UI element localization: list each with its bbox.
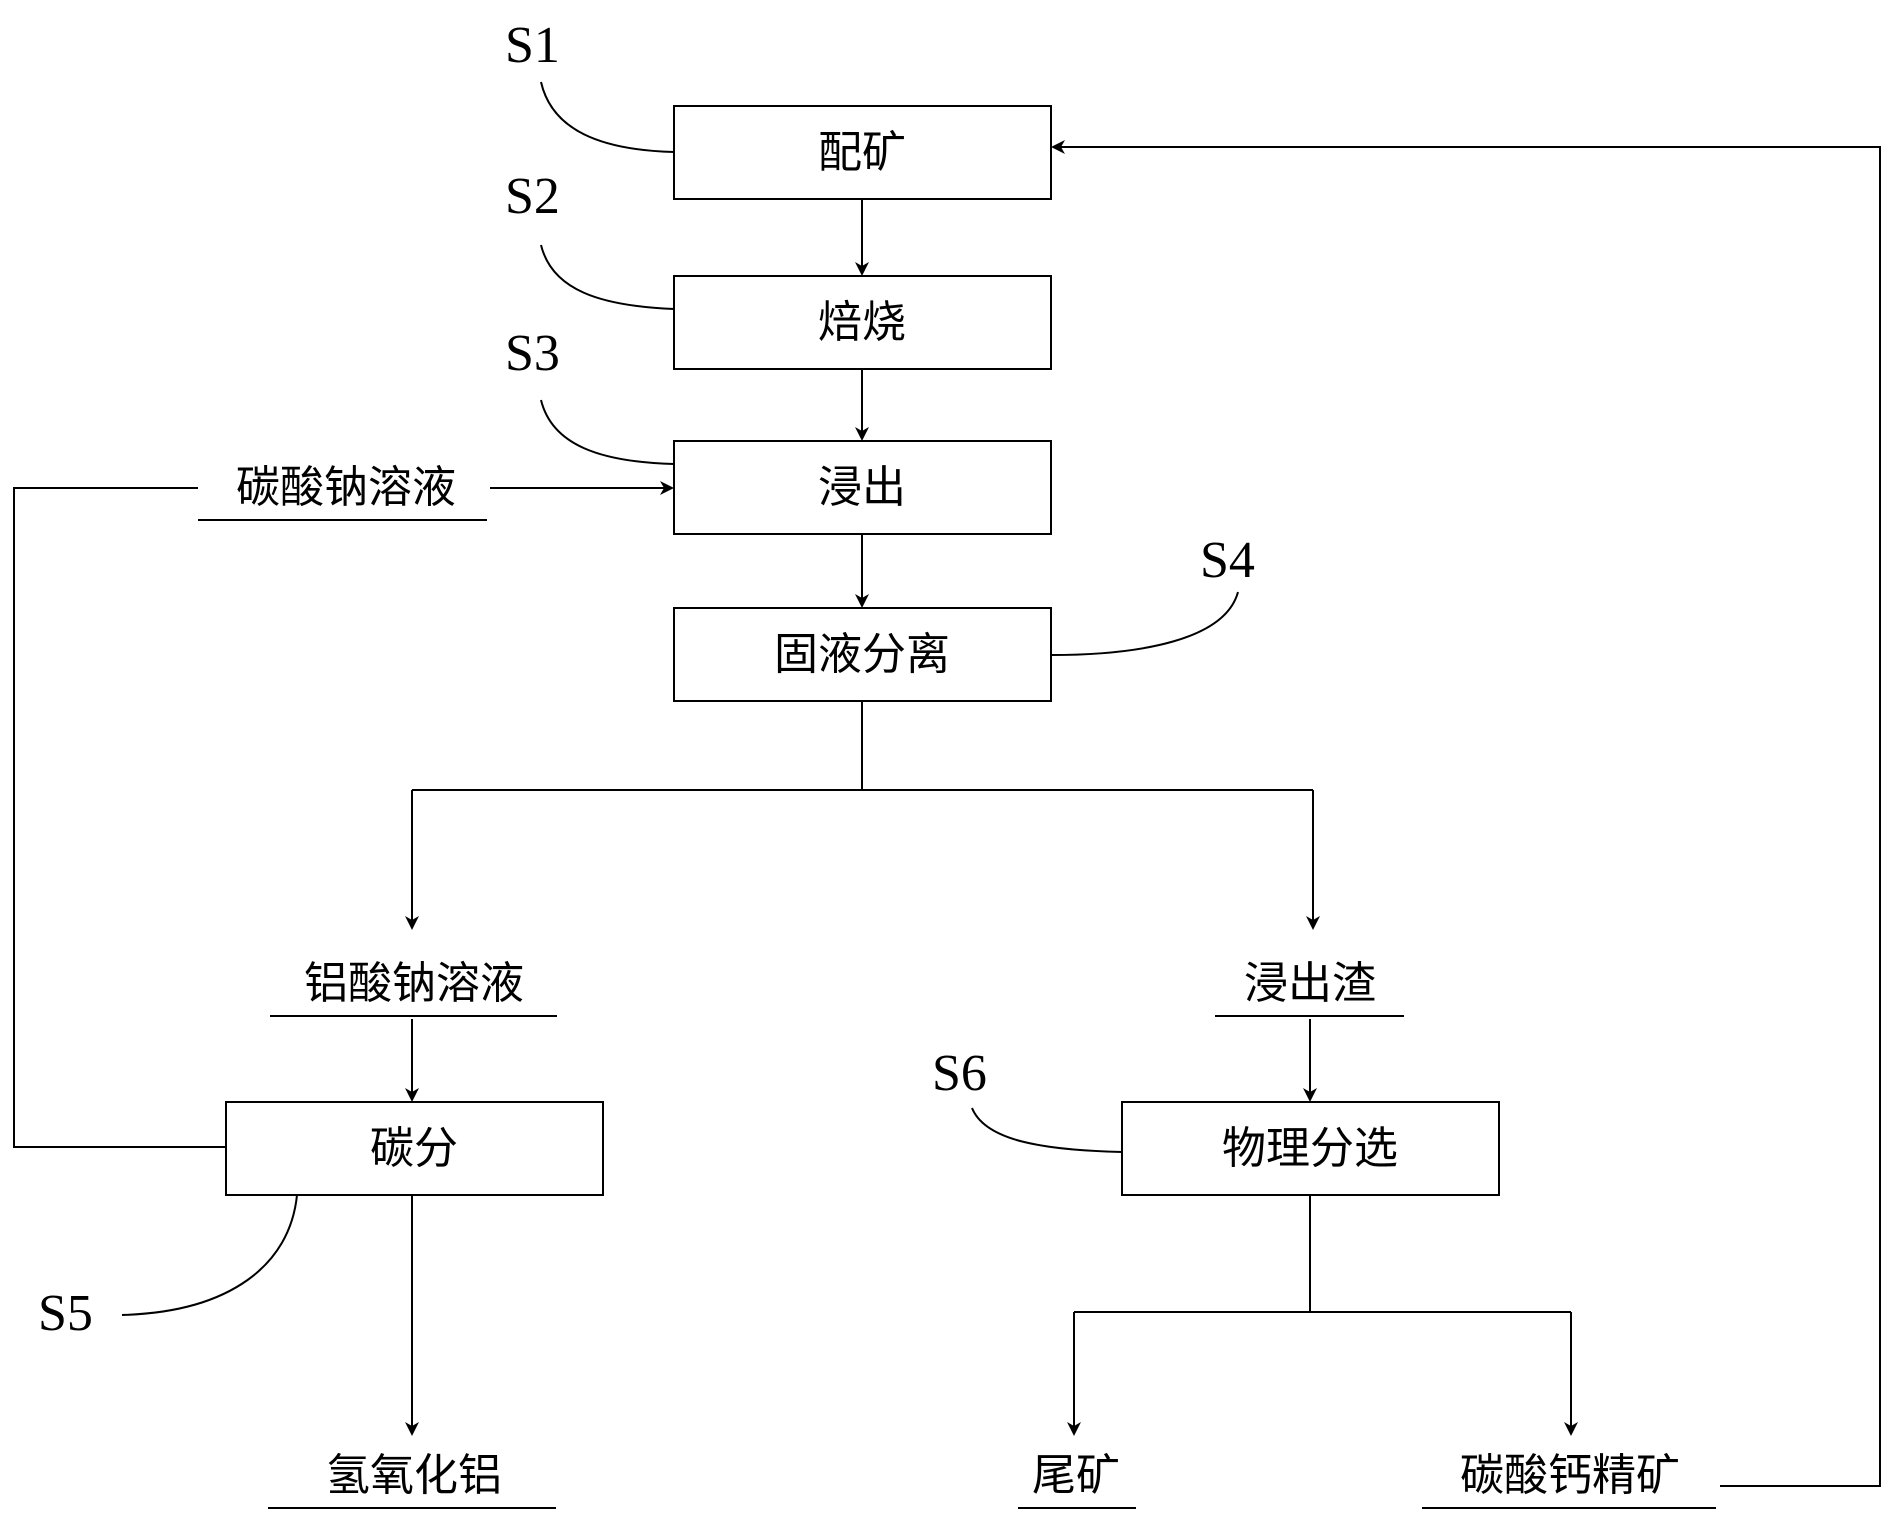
box-physical-separation: 物理分选 (1121, 1101, 1500, 1196)
stream-leach-residue: 浸出渣 (1215, 958, 1404, 1017)
step-s1: S1 (505, 17, 675, 153)
arrow-recycle-concentrate-to-blending (1051, 140, 1881, 1487)
leader-s2 (540, 244, 675, 310)
leader-s4 (1050, 591, 1239, 656)
step-label-s3: S3 (505, 325, 560, 382)
step-label-s1: S1 (505, 17, 560, 74)
label-leach-residue: 浸出渣 (1244, 958, 1376, 1009)
label-solid-liquid-separation: 固液分离 (774, 629, 950, 680)
leader-s1 (540, 81, 675, 153)
leader-s3 (540, 399, 675, 465)
label-sodium-aluminate-solution: 铝酸钠溶液 (304, 958, 524, 1009)
leader-s5 (121, 1194, 298, 1316)
step-label-s2: S2 (505, 168, 560, 225)
label-calcium-carbonate-concentrate: 碳酸钙精矿 (1460, 1450, 1680, 1501)
box-roasting: 焙烧 (673, 275, 1052, 370)
connector-recycle-carbonation (13, 487, 226, 1148)
stream-sodium-carbonate-solution: 碳酸钠溶液 (198, 462, 487, 521)
box-solid-liquid-separation: 固液分离 (673, 607, 1052, 702)
label-leaching: 浸出 (818, 462, 906, 513)
stream-sodium-aluminate-solution: 铝酸钠溶液 (270, 958, 557, 1017)
step-s3: S3 (505, 325, 675, 465)
stream-calcium-carbonate-concentrate: 碳酸钙精矿 (1422, 1450, 1716, 1509)
step-s5: S5 (38, 1194, 298, 1342)
label-carbonation: 碳分 (370, 1123, 458, 1174)
stream-aluminum-hydroxide: 氢氧化铝 (268, 1450, 556, 1509)
box-leaching: 浸出 (673, 440, 1052, 535)
label-sodium-carbonate-solution: 碳酸钠溶液 (236, 462, 456, 513)
label-tailings: 尾矿 (1032, 1450, 1120, 1501)
label-physical-separation: 物理分选 (1222, 1123, 1398, 1174)
label-roasting: 焙烧 (818, 297, 906, 348)
box-ore-blending: 配矿 (673, 105, 1052, 200)
leader-s6 (971, 1107, 1123, 1153)
step-s6: S6 (932, 1045, 1123, 1153)
step-s2: S2 (505, 168, 675, 310)
box-carbonation: 碳分 (225, 1101, 604, 1196)
step-label-s6: S6 (932, 1045, 987, 1102)
label-ore-blending: 配矿 (818, 127, 906, 178)
stream-tailings: 尾矿 (1018, 1450, 1136, 1509)
label-aluminum-hydroxide: 氢氧化铝 (326, 1450, 502, 1501)
step-label-s5: S5 (38, 1285, 93, 1342)
step-label-s4: S4 (1200, 532, 1255, 589)
step-s4: S4 (1050, 532, 1255, 656)
